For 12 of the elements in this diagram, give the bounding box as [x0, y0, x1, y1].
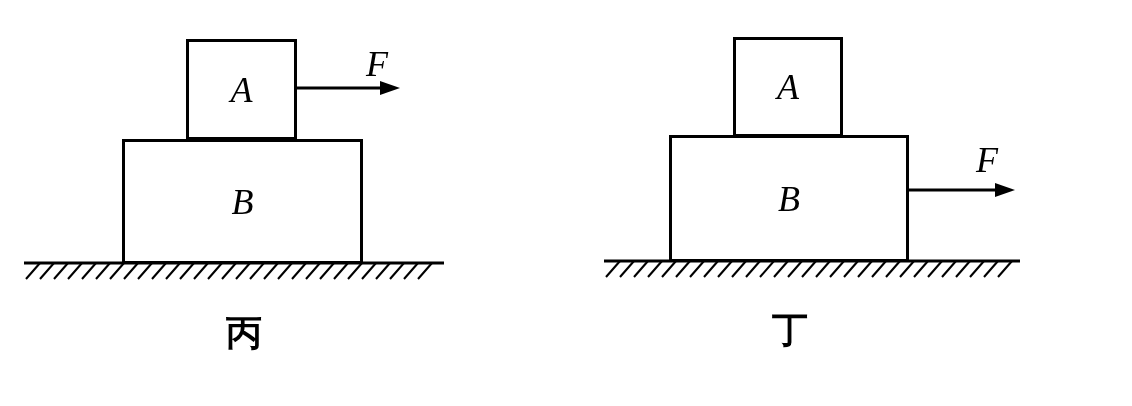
block-box	[669, 135, 909, 262]
panel-caption: 丙	[226, 315, 262, 351]
block-box	[733, 37, 843, 137]
block-label: B	[778, 180, 800, 217]
force-label: F	[976, 142, 998, 178]
block-label: B	[231, 183, 254, 220]
block-box	[122, 139, 363, 264]
block-box	[186, 39, 297, 140]
block-label: A	[777, 69, 799, 105]
block-label: A	[230, 71, 253, 108]
force-label: F	[366, 46, 388, 82]
panel-caption: 丁	[772, 312, 808, 348]
